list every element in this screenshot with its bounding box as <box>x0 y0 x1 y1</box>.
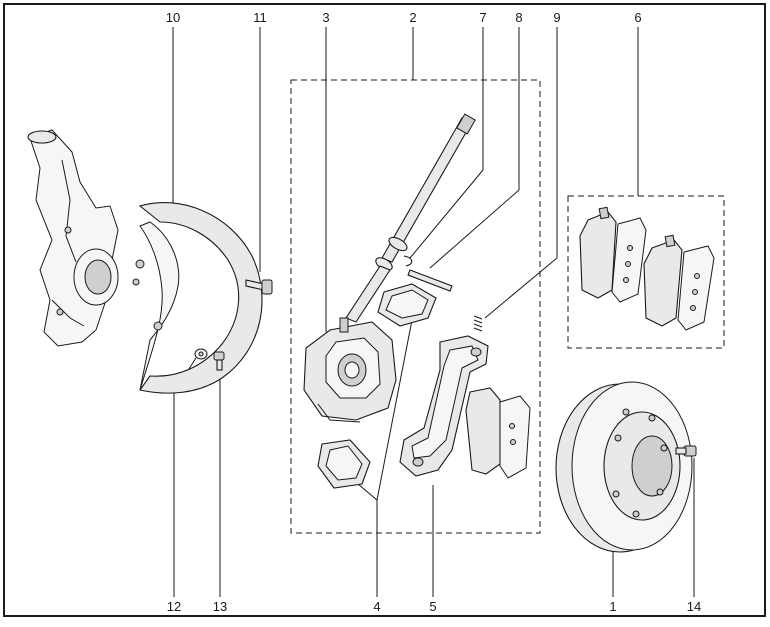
callout-4: 4 <box>373 599 380 614</box>
clip-7 <box>403 255 413 267</box>
bolt-11 <box>245 279 273 295</box>
gasket-lower <box>317 439 371 489</box>
washer-12 <box>194 348 208 360</box>
spring-9 <box>473 315 483 332</box>
steering-knuckle <box>27 129 119 347</box>
callout-10: 10 <box>166 10 180 25</box>
callout-13: 13 <box>213 599 227 614</box>
pin-8 <box>407 269 453 292</box>
callout-14: 14 <box>687 599 701 614</box>
callout-11: 11 <box>253 10 267 25</box>
callout-8: 8 <box>515 10 522 25</box>
brake-splash-shield <box>132 202 263 394</box>
callout-1: 1 <box>609 599 616 614</box>
diagram-frame <box>3 3 766 617</box>
caliper-assembly-group-box <box>290 79 541 534</box>
guide-pin <box>345 113 476 323</box>
callout-12: 12 <box>167 599 181 614</box>
brake-disc <box>555 381 693 553</box>
brake-pad-set-group-box <box>567 195 725 349</box>
gasket-upper <box>377 283 437 327</box>
callout-5: 5 <box>429 599 436 614</box>
caliper-bracket <box>399 335 489 477</box>
leader-lines <box>172 27 695 597</box>
bolt-14 <box>675 445 697 457</box>
caliper-body <box>303 317 397 423</box>
callout-3: 3 <box>322 10 329 25</box>
pad-set <box>579 206 715 331</box>
callout-9: 9 <box>553 10 560 25</box>
callout-2: 2 <box>409 10 416 25</box>
inner-brake-pads <box>465 387 531 479</box>
callout-7: 7 <box>479 10 486 25</box>
callout-6: 6 <box>634 10 641 25</box>
bolt-13 <box>213 351 225 371</box>
